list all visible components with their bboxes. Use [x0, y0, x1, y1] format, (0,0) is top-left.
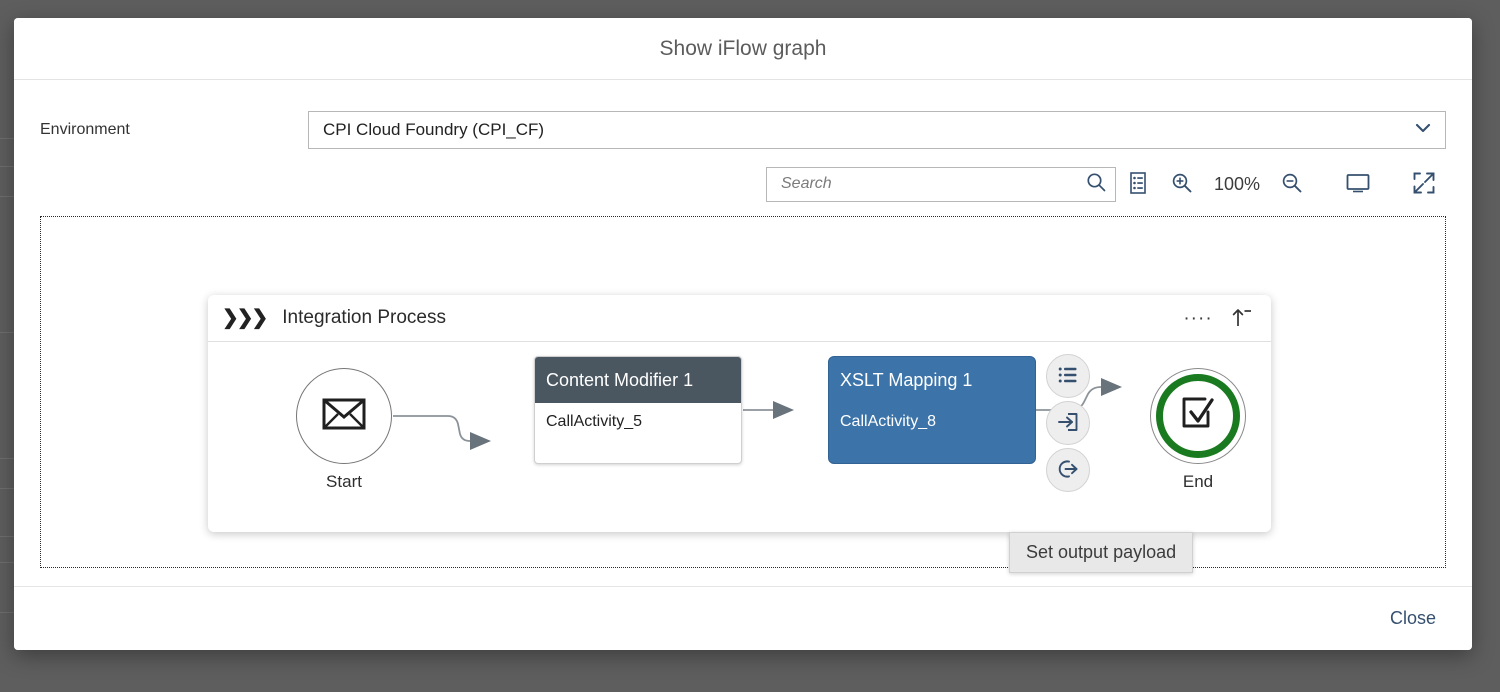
flow-node-end[interactable]: End — [1150, 368, 1246, 492]
pool-header: ❯❯❯ Integration Process ···· — [208, 295, 1271, 342]
bullet-list-icon — [1057, 365, 1079, 388]
tooltip: Set output payload — [1009, 532, 1194, 573]
close-button[interactable]: Close — [1380, 602, 1446, 635]
zoom-out-icon — [1280, 171, 1304, 198]
task-title: Content Modifier 1 — [546, 369, 694, 390]
legend-button[interactable] — [1116, 164, 1160, 204]
environment-label: Environment — [40, 121, 130, 138]
pool-actions: ···· — [1183, 295, 1257, 342]
zoom-in-icon — [1170, 171, 1194, 198]
pool-collapse-button[interactable] — [1227, 304, 1257, 334]
flow-node-content-modifier-1[interactable]: Content Modifier 1 CallActivity_5 — [534, 356, 742, 464]
pool-overflow-button[interactable]: ···· — [1183, 304, 1213, 334]
flow-node-start[interactable]: Start — [296, 368, 392, 492]
pool-title: Integration Process — [282, 307, 446, 328]
fit-to-screen-button[interactable] — [1336, 164, 1380, 204]
background-row-divider — [0, 166, 26, 167]
node-action-buttons — [1046, 354, 1090, 492]
checkbox-check-icon — [1178, 395, 1218, 438]
background-row-divider — [0, 196, 26, 197]
arrow-into-box-icon — [1056, 411, 1080, 436]
set-output-payload-button[interactable] — [1046, 448, 1090, 492]
task-header: Content Modifier 1 — [535, 357, 741, 403]
zoom-level-label: 100% — [1213, 173, 1261, 194]
end-node-label: End — [1182, 472, 1214, 491]
zoom-out-button[interactable] — [1270, 164, 1314, 204]
monitor-icon — [1344, 171, 1372, 198]
background-row-divider — [0, 458, 26, 459]
background-row-divider — [0, 562, 26, 563]
four-dots-icon: ···· — [1183, 308, 1213, 329]
dialog-header: Show iFlow graph — [14, 18, 1472, 80]
start-node-label: Start — [326, 472, 362, 491]
end-event-outer-circle — [1150, 368, 1246, 464]
background-row-divider — [0, 536, 26, 537]
pool-canvas: Start Content Modifier 1 CallActivity_5 … — [208, 342, 1271, 532]
arrow-up-collapse-icon — [1229, 305, 1255, 332]
background-row-divider — [0, 332, 26, 333]
fullscreen-expand-icon — [1411, 170, 1437, 199]
chevron-down-icon — [1413, 118, 1433, 143]
dialog-footer: Close — [14, 586, 1472, 650]
flow-node-xslt-mapping-1[interactable]: XSLT Mapping 1 CallActivity_8 — [828, 356, 1036, 464]
task-header: XSLT Mapping 1 — [829, 357, 1035, 403]
show-iflow-graph-dialog: Show iFlow graph Environment CPI Cloud F… — [14, 18, 1472, 650]
search-box[interactable] — [766, 166, 1116, 202]
environment-selected-value: CPI Cloud Foundry (CPI_CF) — [323, 120, 545, 139]
background-row-divider — [0, 138, 26, 139]
environment-row: Environment CPI Cloud Foundry (CPI_CF) — [40, 111, 1446, 149]
chevrons-right-icon: ❯❯❯ — [222, 307, 268, 329]
background-row-divider — [0, 488, 26, 489]
start-event-circle — [296, 368, 392, 464]
integration-process-pool[interactable]: ❯❯❯ Integration Process ···· — [208, 295, 1271, 532]
graph-toolbar: 100% — [40, 164, 1446, 204]
page-title: Show iFlow graph — [659, 36, 827, 60]
set-input-payload-button[interactable] — [1046, 401, 1090, 445]
task-subtitle: CallActivity_5 — [546, 413, 643, 430]
zoom-in-button[interactable] — [1160, 164, 1204, 204]
search-icon[interactable] — [1085, 171, 1107, 198]
arrow-out-circle-icon — [1056, 458, 1080, 483]
end-event-green-ring — [1156, 374, 1240, 458]
legend-list-icon — [1127, 171, 1149, 198]
background-row-divider — [0, 612, 26, 613]
dialog-body: Environment CPI Cloud Foundry (CPI_CF) — [14, 80, 1472, 586]
search-input[interactable] — [779, 174, 1085, 194]
iflow-graph-canvas[interactable]: ❯❯❯ Integration Process ···· — [40, 216, 1446, 568]
fullscreen-button[interactable] — [1402, 164, 1446, 204]
task-subtitle: CallActivity_8 — [840, 413, 937, 430]
environment-select[interactable]: CPI Cloud Foundry (CPI_CF) — [308, 111, 1446, 149]
show-properties-button[interactable] — [1046, 354, 1090, 398]
task-title: XSLT Mapping 1 — [840, 369, 973, 390]
envelope-icon — [322, 397, 366, 436]
